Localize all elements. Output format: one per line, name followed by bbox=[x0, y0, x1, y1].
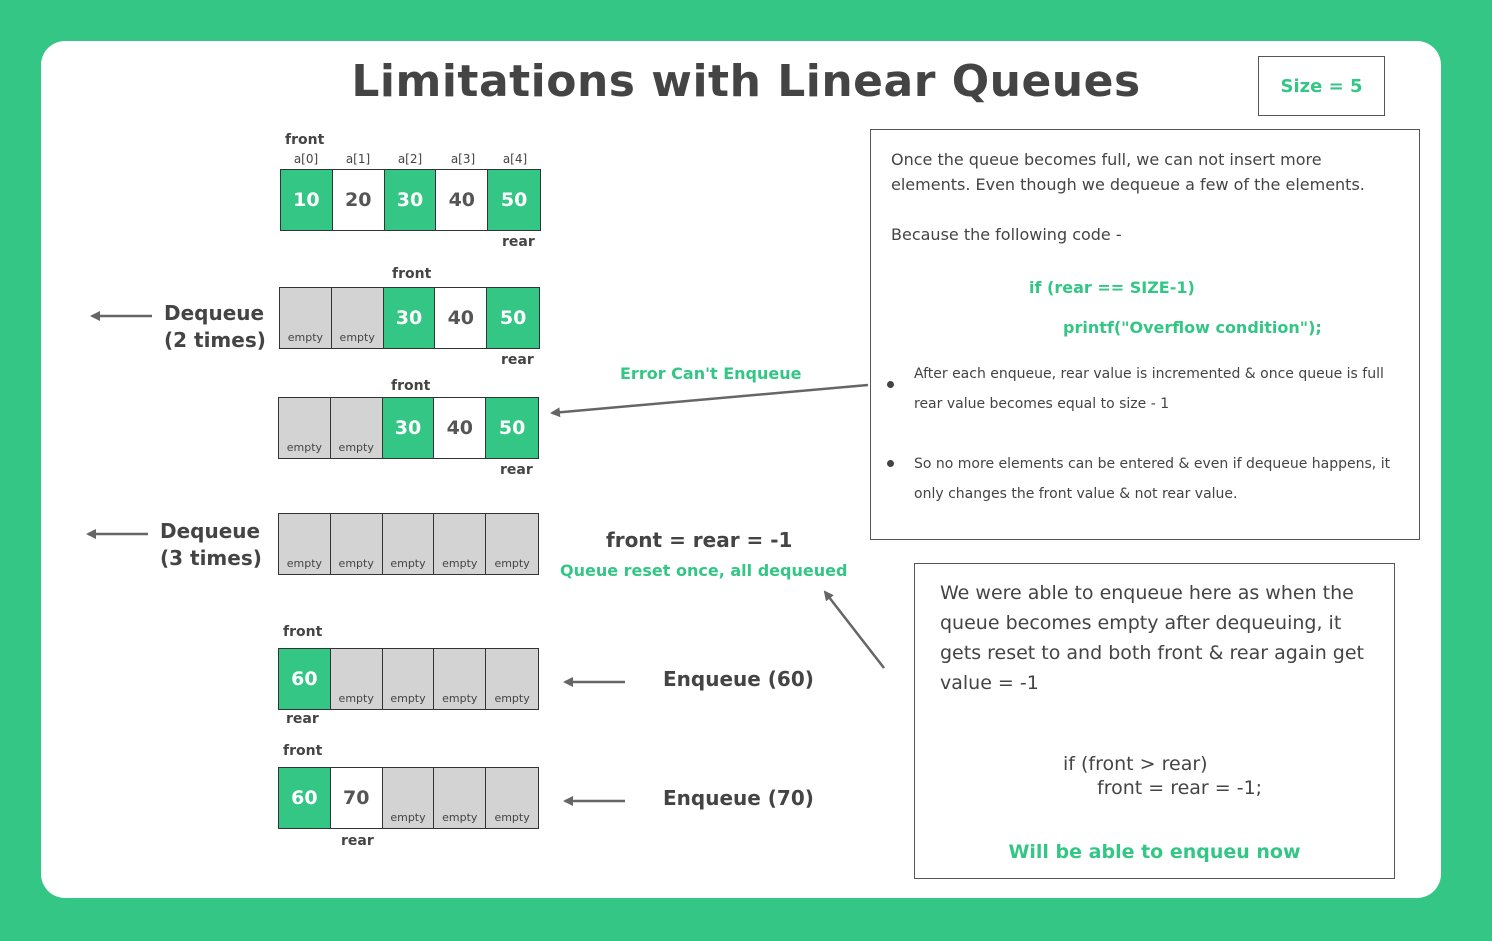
code-line: printf("Overflow condition"); bbox=[1063, 318, 1322, 337]
queue-row-enqueue70: 60 70 empty empty empty bbox=[278, 767, 539, 829]
code-line: front = rear = -1; bbox=[1097, 777, 1263, 799]
queue-row-empty: empty empty empty empty empty bbox=[278, 513, 539, 575]
index-label: a[1] bbox=[345, 152, 371, 166]
bullet-text: So no more elements can be entered & eve… bbox=[914, 456, 1391, 502]
page-title: Limitations with Linear Queues bbox=[351, 56, 1141, 107]
overflow-explanation-box bbox=[870, 129, 1420, 540]
queue-cell: 70 bbox=[331, 768, 383, 828]
queue-cell: 60 bbox=[279, 649, 331, 709]
queue-cell: 50 bbox=[488, 170, 540, 230]
reset-equation: front = rear = -1 bbox=[606, 528, 793, 552]
overflow-paragraph: Once the queue becomes full, we can not … bbox=[891, 150, 1365, 194]
queue-cell-empty: empty bbox=[279, 398, 331, 458]
queue-cell-empty: empty bbox=[486, 514, 538, 574]
bullet-text: After each enqueue, rear value is increm… bbox=[914, 366, 1384, 412]
index-label: a[3] bbox=[450, 152, 476, 166]
size-badge: Size = 5 bbox=[1258, 56, 1385, 116]
queue-cell-empty: empty bbox=[330, 398, 383, 458]
queue-cell-empty: empty bbox=[280, 288, 332, 348]
queue-cell-empty: empty bbox=[279, 514, 331, 574]
queue-cell: 60 bbox=[279, 768, 331, 828]
queue-cell: 40 bbox=[436, 170, 489, 230]
queue-cell: 20 bbox=[333, 170, 385, 230]
queue-row-dequeue2: empty empty 30 40 50 bbox=[279, 287, 540, 349]
rear-label: rear bbox=[286, 711, 319, 727]
queue-cell-empty: empty bbox=[382, 649, 435, 709]
reset-explanation-box bbox=[914, 563, 1395, 879]
reset-paragraph: We were able to enqueue here as when the… bbox=[940, 582, 1364, 694]
queue-cell-empty: empty bbox=[434, 514, 487, 574]
queue-cell: 40 bbox=[435, 288, 488, 348]
queue-cell-empty: empty bbox=[434, 649, 487, 709]
enqueue-60-label: Enqueue (60) bbox=[663, 667, 814, 691]
queue-cell-empty: empty bbox=[330, 649, 383, 709]
content-card bbox=[41, 41, 1441, 898]
queue-cell-empty: empty bbox=[486, 649, 538, 709]
queue-row-enqueue60: 60 empty empty empty empty bbox=[278, 648, 539, 710]
queue-cell-empty: empty bbox=[382, 514, 435, 574]
rear-label: rear bbox=[500, 462, 533, 478]
enqueue-70-label: Enqueue (70) bbox=[663, 786, 814, 810]
dequeue-2-label: Dequeue(2 times) bbox=[164, 301, 266, 352]
queue-row-error: empty empty 30 40 50 bbox=[278, 397, 539, 459]
rear-label: rear bbox=[341, 833, 374, 849]
front-label: front bbox=[391, 378, 431, 394]
queue-cell-empty: empty bbox=[382, 768, 435, 828]
rear-label: rear bbox=[501, 352, 534, 368]
rear-label: rear bbox=[502, 234, 535, 250]
queue-row-full: 10 20 30 40 50 bbox=[280, 169, 541, 231]
queue-cell: 30 bbox=[383, 288, 436, 348]
index-label: a[0] bbox=[293, 152, 319, 166]
front-label: front bbox=[283, 743, 323, 759]
queue-cell: 50 bbox=[486, 398, 538, 458]
index-label: a[2] bbox=[397, 152, 423, 166]
queue-cell: 40 bbox=[434, 398, 487, 458]
queue-cell: 10 bbox=[281, 170, 333, 230]
bullet-icon bbox=[887, 460, 894, 467]
queue-cell-empty: empty bbox=[331, 288, 384, 348]
error-label: Error Can't Enqueue bbox=[620, 364, 802, 383]
queue-cell: 30 bbox=[384, 170, 437, 230]
queue-cell-empty: empty bbox=[330, 514, 383, 574]
front-label: front bbox=[283, 624, 323, 640]
queue-cell-empty: empty bbox=[486, 768, 538, 828]
code-intro: Because the following code - bbox=[891, 225, 1122, 244]
dequeue-3-label: Dequeue(3 times) bbox=[160, 519, 262, 570]
bullet-icon bbox=[887, 381, 894, 388]
queue-cell: 50 bbox=[487, 288, 539, 348]
enqueue-note: Will be able to enqueu now bbox=[1008, 841, 1301, 863]
reset-note: Queue reset once, all dequeued bbox=[560, 561, 848, 580]
front-label: front bbox=[285, 132, 325, 148]
code-line: if (front > rear) bbox=[1063, 753, 1208, 775]
front-label: front bbox=[392, 266, 432, 282]
queue-cell-empty: empty bbox=[434, 768, 487, 828]
queue-cell: 30 bbox=[382, 398, 435, 458]
code-line: if (rear == SIZE-1) bbox=[1029, 278, 1195, 297]
index-label: a[4] bbox=[502, 152, 528, 166]
